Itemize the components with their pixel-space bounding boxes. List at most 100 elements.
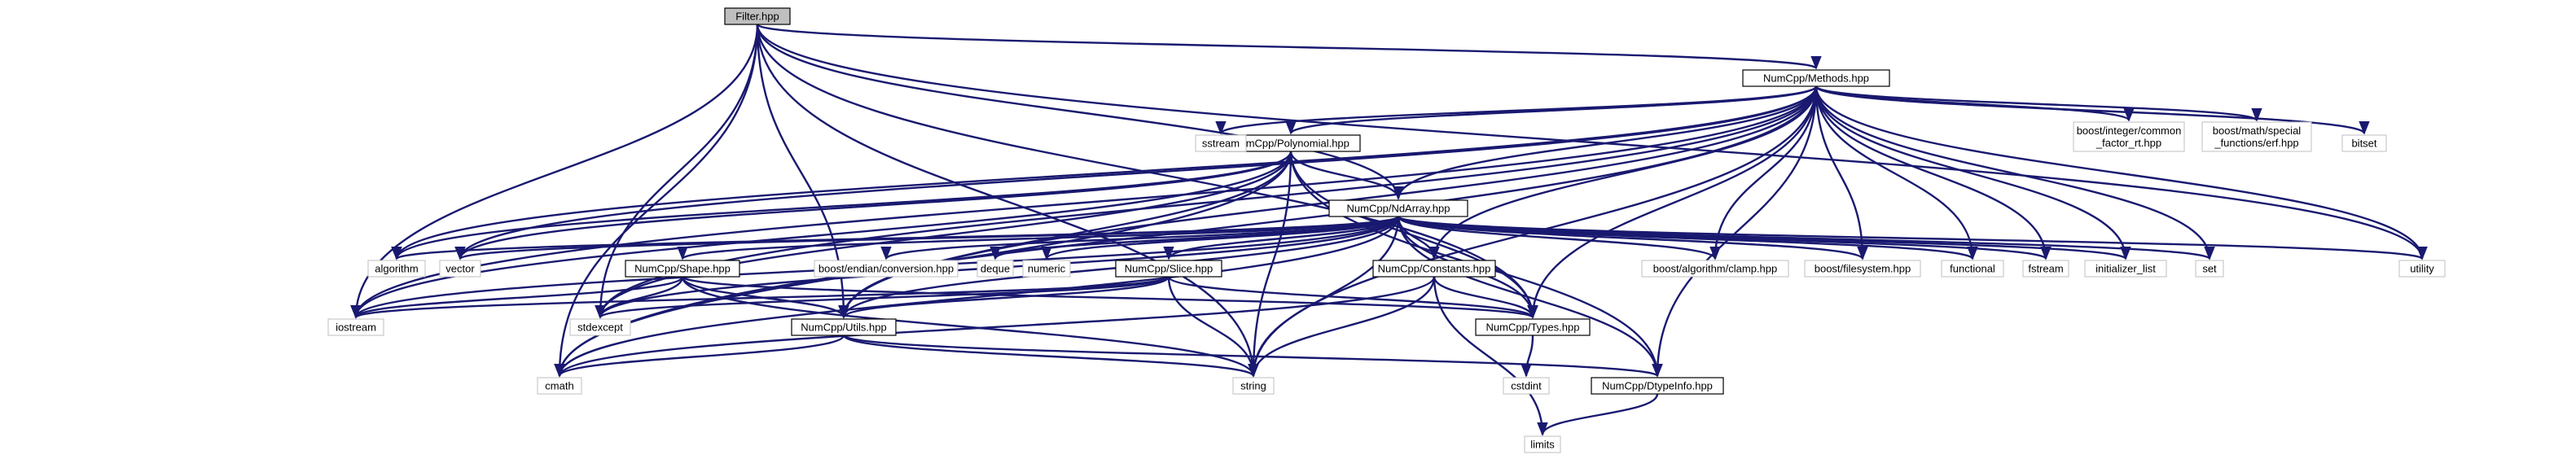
node-cstdint: cstdint: [1503, 377, 1550, 395]
node-bitset: bitset: [2341, 134, 2387, 152]
node-label-filter: Filter.hpp: [735, 11, 779, 23]
node-label-initializer_list: initializer_list: [2095, 263, 2156, 275]
node-cmath: cmath: [537, 377, 582, 395]
node-label-cmath: cmath: [545, 380, 573, 392]
node-box-numeric: [1022, 260, 1071, 278]
node-label-polynomial: NumCpp/Polynomial.hpp: [1232, 138, 1349, 150]
node-iostream: iostream: [327, 318, 384, 336]
node-box-vector: [439, 260, 481, 278]
node-methods[interactable]: NumCpp/Methods.hpp: [1742, 69, 1890, 87]
node-label-string: string: [1240, 380, 1266, 392]
node-ndarray[interactable]: NumCpp/NdArray.hpp: [1328, 199, 1468, 217]
node-label-types: NumCpp/Types.hpp: [1486, 321, 1580, 334]
node-label-erf: _functions/erf.hpp: [2214, 137, 2298, 149]
node-box-slice: [1115, 260, 1222, 278]
node-label-deque: deque: [981, 263, 1010, 275]
node-box-functional: [1941, 260, 2004, 278]
edge-ndarray-to-vector: [454, 215, 1400, 260]
edge-filter-to-utility: [756, 24, 2428, 260]
edges-layer: [350, 23, 2428, 436]
node-box-initializer_list: [2084, 260, 2167, 278]
node-box-cmath: [537, 377, 582, 395]
node-label-utility: utility: [2410, 263, 2434, 275]
edge-shape-to-types: [681, 275, 1538, 319]
edge-ndarray-to-numeric: [1041, 216, 1400, 260]
edge-methods-to-fstream: [1815, 85, 2052, 260]
node-box-fstream: [2022, 260, 2069, 278]
node-vector: vector: [439, 260, 481, 278]
node-filter[interactable]: Filter.hpp: [724, 7, 791, 25]
node-box-sstream: [1195, 134, 1247, 152]
node-box-clamp: [1641, 260, 1789, 278]
node-box-stdexcept: [569, 318, 631, 336]
edge-slice-to-types: [1167, 276, 1538, 319]
node-dtypeinfo[interactable]: NumCpp/DtypeInfo.hpp: [1591, 377, 1724, 395]
node-set: set: [2195, 260, 2224, 278]
edge-methods-to-functional: [1815, 85, 1978, 260]
edge-slice-to-iostream: [350, 275, 1170, 319]
edge-polynomial-to-vector: [454, 151, 1292, 260]
node-utils[interactable]: NumCpp/Utils.hpp: [791, 318, 897, 336]
node-box-filesystem: [1804, 260, 1921, 278]
edge-filter-to-cmath: [554, 24, 759, 378]
node-clamp: boost/algorithm/clamp.hpp: [1641, 260, 1789, 278]
node-gcd: boost/integer/common_factor_rt.hpp: [2073, 121, 2185, 152]
edge-filter-to-string: [756, 24, 1259, 378]
node-conversion: boost/endian/conversion.hpp: [814, 260, 959, 278]
node-label-vector: vector: [445, 263, 475, 275]
node-box-types: [1475, 318, 1591, 336]
node-label-constants: NumCpp/Constants.hpp: [1378, 263, 1491, 275]
edge-polynomial-to-stdexcept: [595, 151, 1292, 319]
edge-methods-to-set: [1815, 85, 2215, 260]
edge-filter-to-methods: [756, 23, 1821, 70]
node-box-set: [2195, 260, 2224, 278]
edge-ndarray-to-cmath: [554, 216, 1400, 378]
edge-constants-to-types: [1433, 276, 1538, 319]
node-box-conversion: [814, 260, 959, 278]
node-constants[interactable]: NumCpp/Constants.hpp: [1372, 260, 1496, 278]
edge-methods-to-filesystem: [1815, 85, 1868, 260]
node-box-limits: [1524, 435, 1561, 453]
edge-filter-to-stdexcept: [595, 24, 759, 319]
node-shape[interactable]: NumCpp/Shape.hpp: [625, 260, 740, 278]
node-types[interactable]: NumCpp/Types.hpp: [1475, 318, 1591, 336]
edge-methods-to-erf: [1815, 85, 2262, 122]
node-label-bitset: bitset: [2351, 138, 2376, 150]
node-stdexcept: stdexcept: [569, 318, 631, 336]
edge-methods-to-ndarray: [1393, 85, 1818, 200]
edge-slice-to-string: [1167, 276, 1259, 378]
edge-constants-to-cmath: [554, 276, 1436, 378]
node-box-deque: [976, 260, 1014, 278]
node-label-numeric: numeric: [1028, 263, 1066, 275]
edge-slice-to-stdexcept: [595, 275, 1170, 319]
node-fstream: fstream: [2022, 260, 2069, 278]
node-box-dtypeinfo: [1591, 377, 1724, 395]
edge-constants-to-string: [1248, 276, 1436, 378]
node-slice[interactable]: NumCpp/Slice.hpp: [1115, 260, 1222, 278]
node-box-algorithm: [367, 260, 426, 278]
edge-slice-to-utils: [838, 276, 1170, 319]
nodes-layer: Filter.hppNumCpp/Methods.hppNumCpp/Polyn…: [327, 7, 2446, 453]
node-erf: boost/math/special_functions/erf.hpp: [2201, 121, 2312, 152]
node-box-erf: [2201, 121, 2312, 152]
node-label-stdexcept: stdexcept: [577, 321, 623, 334]
edge-shape-to-string: [681, 276, 1259, 378]
node-box-constants: [1372, 260, 1496, 278]
node-filesystem: boost/filesystem.hpp: [1804, 260, 1921, 278]
node-polynomial[interactable]: NumCpp/Polynomial.hpp: [1221, 134, 1361, 152]
edge-polynomial-to-ndarray: [1289, 151, 1404, 200]
node-box-filter: [724, 7, 791, 25]
node-label-ndarray: NumCpp/NdArray.hpp: [1347, 203, 1450, 215]
node-label-methods: NumCpp/Methods.hpp: [1763, 72, 1869, 85]
edge-utils-to-cmath: [554, 335, 845, 378]
node-label-gcd: boost/integer/common: [2077, 125, 2182, 137]
node-deque: deque: [976, 260, 1014, 278]
edge-types-to-cstdint: [1521, 335, 1534, 378]
node-box-utility: [2398, 260, 2446, 278]
node-label-cstdint: cstdint: [1511, 380, 1542, 392]
node-label-filesystem: boost/filesystem.hpp: [1815, 263, 1911, 275]
node-label-utils: NumCpp/Utils.hpp: [801, 321, 887, 334]
edge-methods-to-clamp: [1709, 85, 1818, 260]
node-utility: utility: [2398, 260, 2446, 278]
node-numeric: numeric: [1022, 260, 1071, 278]
